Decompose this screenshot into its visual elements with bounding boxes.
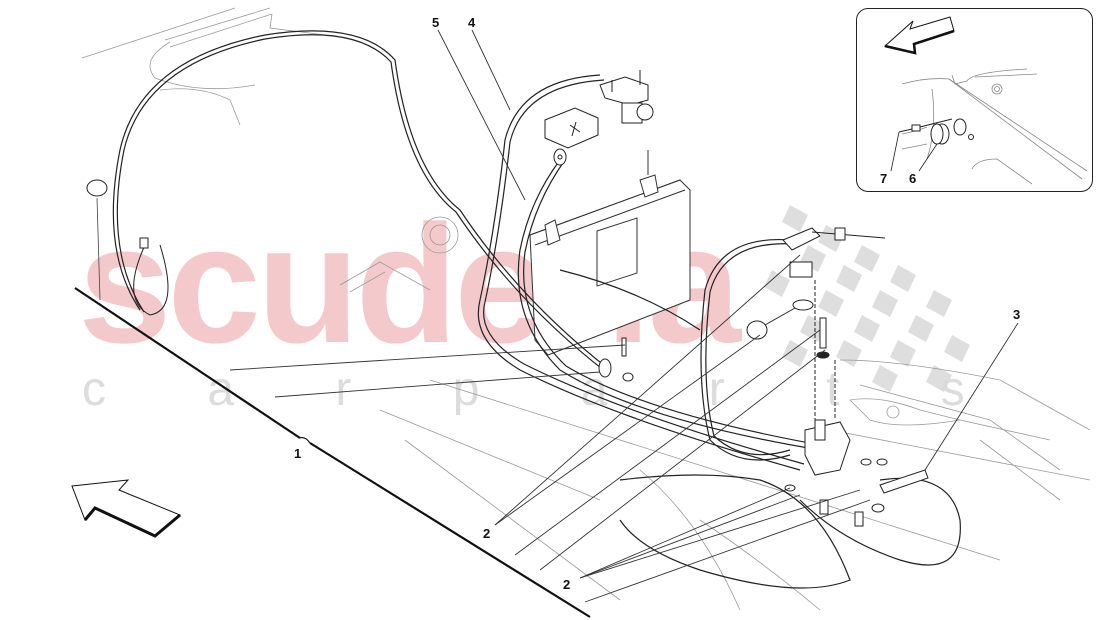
ring-terminal <box>553 148 567 166</box>
callout-1: 1 <box>294 446 302 461</box>
cutoff-switch-assembly <box>746 227 929 527</box>
checkered-flag-watermark <box>764 205 970 392</box>
callout-4: 4 <box>468 15 476 30</box>
group-bracket-1 <box>74 287 591 618</box>
battery-terminal-clamp <box>599 70 654 124</box>
cable-loop <box>86 179 169 316</box>
callout-5: 5 <box>432 15 440 30</box>
inset-direction-arrow-icon <box>883 16 955 55</box>
inset-parts <box>890 118 974 172</box>
inset-body-outline <box>901 68 1088 185</box>
callout-7: 7 <box>880 171 888 186</box>
callout-2-lower: 2 <box>563 577 571 592</box>
callout-leader-lines <box>229 29 1019 603</box>
car-body-outline <box>81 7 1091 611</box>
direction-arrow-icon <box>71 479 181 538</box>
callout-3: 3 <box>1013 307 1021 322</box>
fastener-bolt <box>598 337 634 382</box>
battery <box>529 150 691 356</box>
detail-inset: 7 6 <box>856 8 1093 192</box>
fuse-holder <box>544 107 599 149</box>
cable-harness <box>112 30 961 589</box>
inset-drawing <box>883 16 1088 185</box>
callout-6: 6 <box>909 171 917 186</box>
callout-2-upper: 2 <box>483 526 491 541</box>
